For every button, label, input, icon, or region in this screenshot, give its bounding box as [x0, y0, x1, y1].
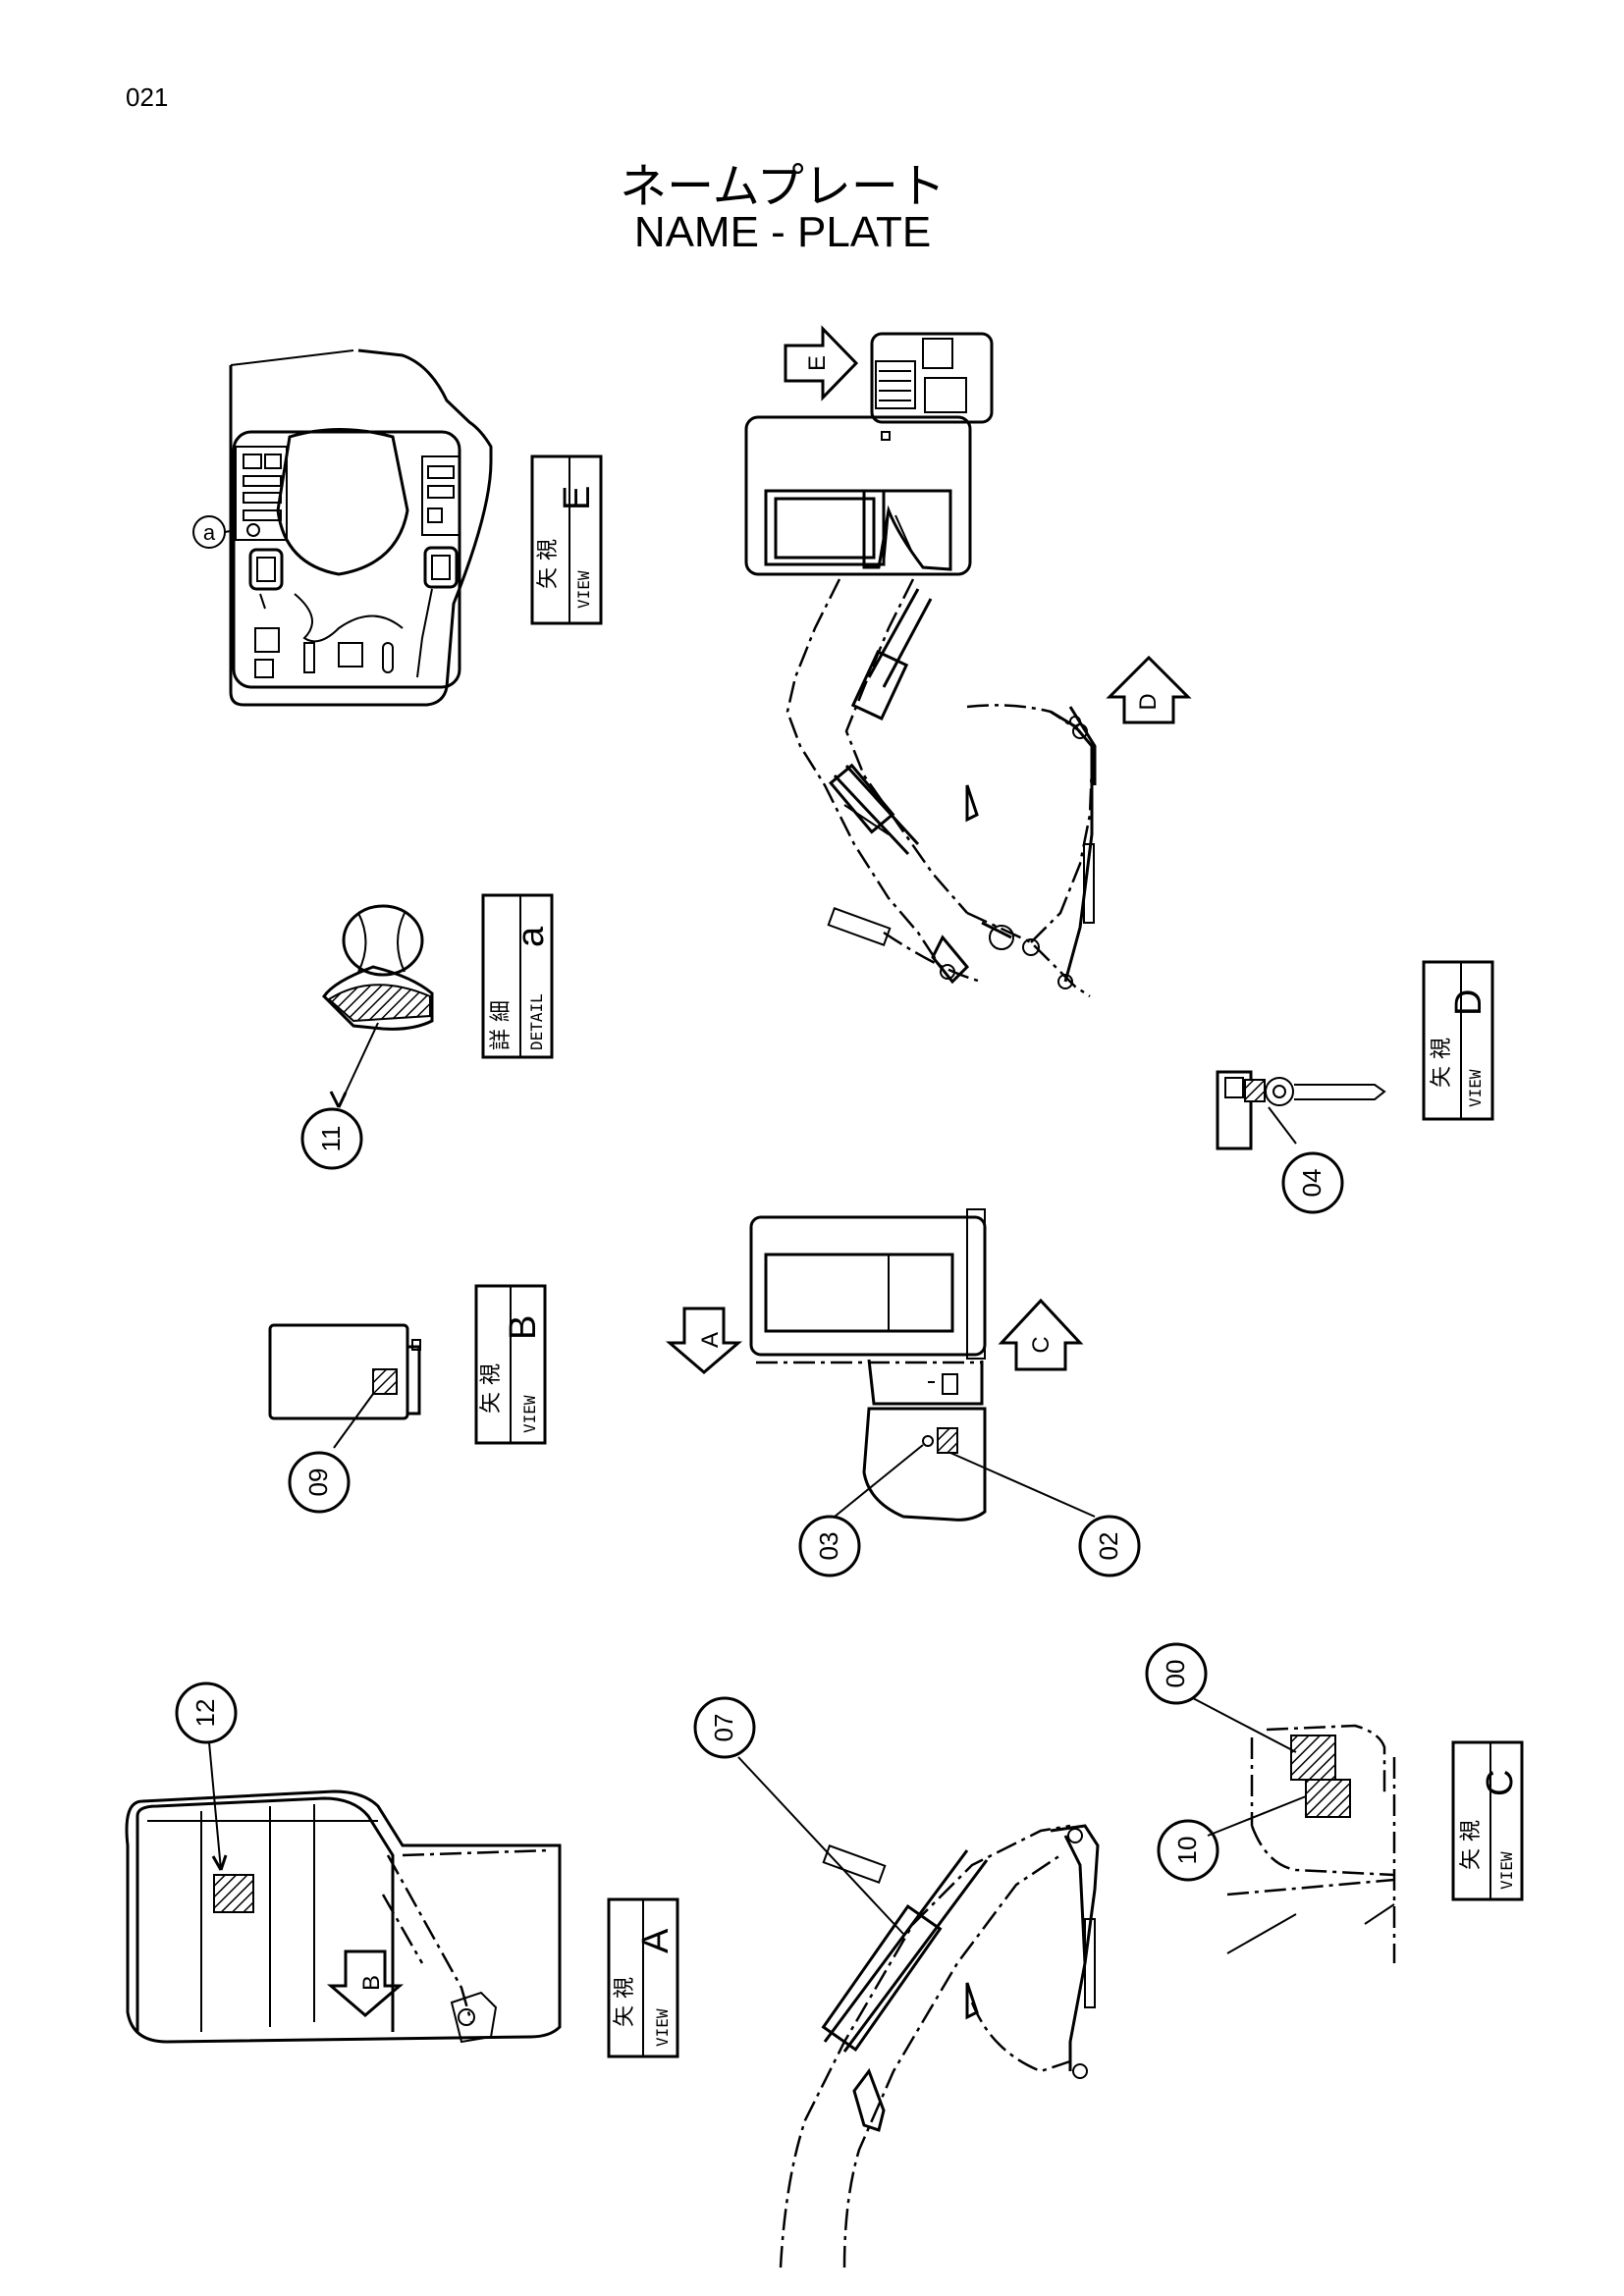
view-d-jp: 矢 視 [1430, 1038, 1454, 1088]
arm-drawing: 07 [693, 1696, 1100, 2269]
svg-text:D: D [1135, 693, 1162, 710]
view-a-en: VIEW [653, 2008, 672, 2047]
view-b-en: VIEW [520, 1395, 539, 1433]
view-a-jp: 矢 視 [613, 1977, 637, 2027]
view-c-jp: 矢 視 [1459, 1820, 1484, 1870]
machine-side-drawing: E D [744, 325, 1192, 998]
view-label-a: 矢 視 VIEW A [607, 1897, 679, 2058]
view-a-drawing: 12 B [125, 1682, 562, 2044]
svg-text:B: B [358, 1975, 385, 1991]
callout-a-top: a [203, 520, 216, 545]
svg-text:E: E [804, 355, 831, 371]
detail-a-drawing: 11 [300, 904, 434, 1170]
view-a-letter: A [635, 1928, 677, 1953]
callout-00: 00 [1161, 1660, 1190, 1688]
view-e-letter: E [557, 486, 598, 510]
svg-text:C: C [1028, 1336, 1055, 1353]
view-label-e: 矢 視 VIEW E [530, 454, 603, 625]
svg-text:A: A [697, 1332, 724, 1348]
callout-09: 09 [303, 1468, 333, 1497]
view-e-cab-drawing: a [192, 348, 493, 707]
title-english: NAME - PLATE [633, 208, 932, 256]
view-d-letter: D [1448, 989, 1489, 1016]
title-japanese: ネームプレート [620, 159, 946, 214]
view-c-en: VIEW [1497, 1851, 1516, 1890]
callout-03: 03 [814, 1532, 843, 1561]
view-e-en: VIEW [574, 570, 593, 609]
view-label-c: 矢 視 VIEW C [1451, 1740, 1524, 1901]
detail-a-jp: 詳 細 [489, 1000, 514, 1050]
view-d-en: VIEW [1466, 1069, 1485, 1107]
detail-a-letter: a [511, 926, 552, 947]
callout-11: 11 [316, 1126, 346, 1152]
view-b-letter: B [503, 1315, 544, 1340]
view-d-detail: 04 [1216, 1070, 1386, 1214]
view-e-jp: 矢 視 [536, 539, 561, 589]
callout-02: 02 [1094, 1532, 1123, 1561]
view-c-letter: C [1480, 1770, 1521, 1796]
callout-07: 07 [709, 1714, 738, 1742]
view-c-drawing: 00 10 [1145, 1642, 1396, 1963]
detail-a-en: DETAIL [527, 993, 546, 1050]
view-b-jp: 矢 視 [479, 1363, 504, 1414]
page-number: 021 [126, 82, 169, 112]
view-b-drawing: 09 [268, 1323, 421, 1514]
callout-12: 12 [190, 1699, 220, 1728]
machine-front-drawing: 03 02 A C [665, 1208, 1141, 1577]
view-label-a-detail: 詳 細 DETAIL a [481, 893, 554, 1059]
view-label-b: 矢 視 VIEW B [474, 1284, 547, 1445]
callout-10: 10 [1172, 1837, 1202, 1865]
callout-04: 04 [1297, 1169, 1326, 1198]
view-label-d: 矢 視 VIEW D [1422, 960, 1494, 1121]
